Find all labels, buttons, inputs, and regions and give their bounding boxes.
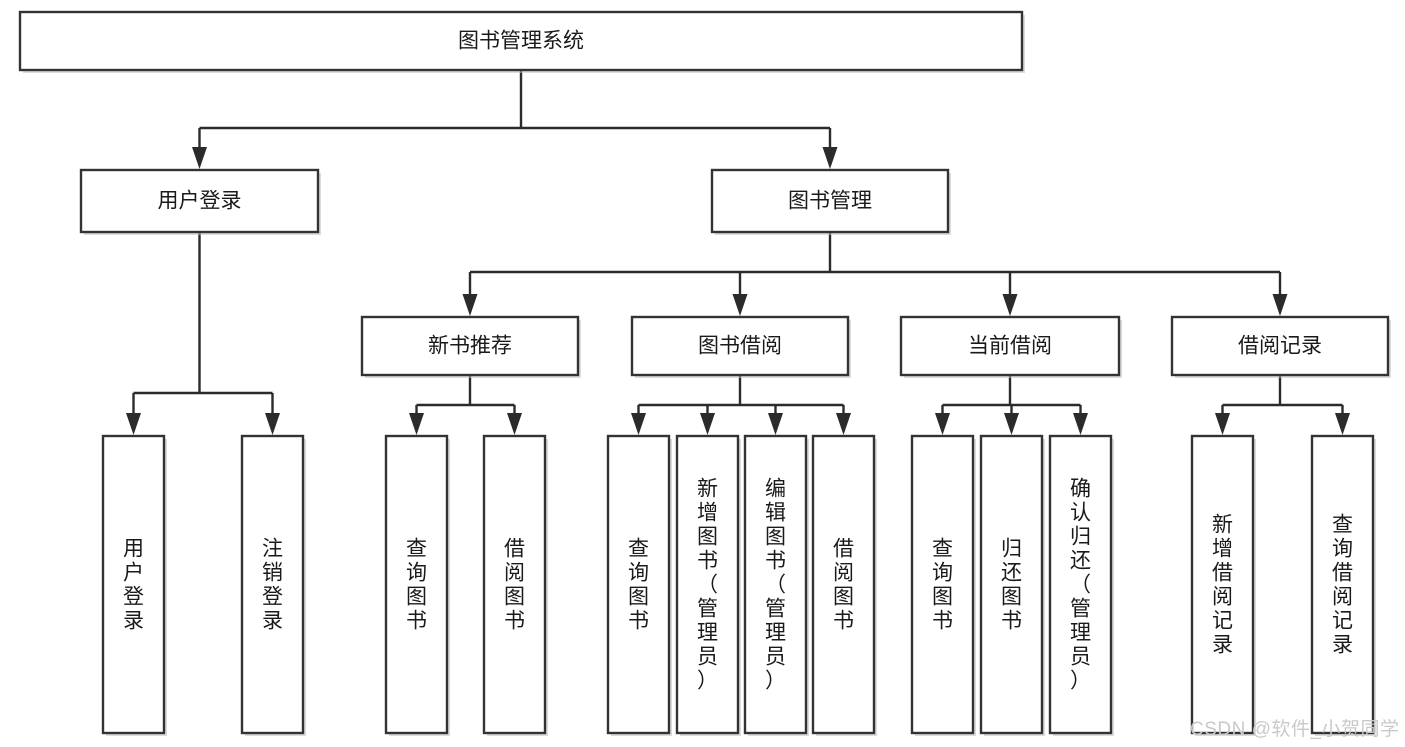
node-label: 图书管理	[788, 190, 872, 213]
node-layer: 图书管理系统用户登录图书管理新书推荐图书借阅当前借阅借阅记录用户登录注销登录查询…	[18, 10, 1391, 736]
node-label: 当前借阅	[968, 335, 1052, 358]
node-rect[interactable]	[710, 168, 950, 234]
node-rect[interactable]	[979, 434, 1044, 735]
connector-group-root	[192, 70, 838, 169]
arrow-head-l3_new	[462, 294, 478, 316]
arrow-head-leaf_new_borrow	[507, 413, 522, 435]
node-rect[interactable]	[79, 168, 320, 234]
connector-group-l3_current	[935, 375, 1088, 435]
arrow-head-l3_record	[1272, 294, 1288, 316]
arrow-head-leaf_rec_query	[1335, 413, 1350, 435]
node-label: 借阅图书	[504, 538, 525, 633]
arrow-head-leaf_cur_query	[935, 413, 950, 435]
node-leaf_cur_return[interactable]: 归还图书	[979, 434, 1045, 736]
arrow-head-leaf_cur_return	[1004, 413, 1019, 435]
node-rect[interactable]	[630, 315, 850, 377]
connector-layer	[126, 70, 1350, 435]
node-label: 新增借阅记录	[1212, 514, 1233, 657]
connector-group-l2_user	[126, 232, 280, 435]
node-leaf_cur_query[interactable]: 查询图书	[910, 434, 976, 736]
node-rect[interactable]	[18, 10, 1024, 72]
node-l2_book[interactable]: 图书管理	[710, 168, 951, 235]
node-label: 归还图书	[1001, 538, 1022, 633]
arrow-head-leaf_borrow_query	[631, 413, 646, 435]
node-label: 查询图书	[406, 538, 427, 633]
node-l2_user[interactable]: 用户登录	[79, 168, 321, 235]
arrow-head-l3_current	[1002, 294, 1018, 316]
node-label: 用户登录	[123, 538, 144, 633]
arrow-head-leaf_borrow_add	[700, 413, 715, 435]
arrow-head-l2_user	[192, 147, 207, 169]
node-label: 新书推荐	[428, 335, 512, 358]
node-leaf_borrow_query[interactable]: 查询图书	[606, 434, 672, 736]
arrow-head-leaf_new_query	[409, 413, 424, 435]
node-l3_current[interactable]: 当前借阅	[899, 315, 1122, 378]
node-label: 查询图书	[628, 538, 649, 633]
node-rect[interactable]	[384, 434, 449, 735]
node-label: 借阅图书	[833, 538, 854, 633]
node-leaf_user_logout[interactable]: 注销登录	[240, 434, 306, 736]
node-leaf_rec_query[interactable]: 查询借阅记录	[1310, 434, 1376, 736]
node-root[interactable]: 图书管理系统	[18, 10, 1025, 73]
node-rect[interactable]	[101, 434, 166, 735]
node-label: 图书管理系统	[458, 30, 584, 53]
node-leaf_new_borrow[interactable]: 借阅图书	[482, 434, 548, 736]
node-rect[interactable]	[811, 434, 876, 735]
node-label: 确认归还（管理员）	[1070, 478, 1091, 693]
node-label: 注销登录	[262, 538, 283, 633]
node-leaf_borrow_do[interactable]: 借阅图书	[811, 434, 877, 736]
arrow-head-leaf_rec_add	[1215, 413, 1230, 435]
node-label: 查询图书	[932, 538, 953, 633]
arrow-head-l2_book	[822, 147, 838, 169]
arrow-head-leaf_user_logout	[265, 413, 280, 435]
node-rect[interactable]	[482, 434, 547, 735]
node-label: 编辑图书（管理员）	[765, 478, 786, 693]
node-leaf_user_login[interactable]: 用户登录	[101, 434, 167, 736]
node-rect[interactable]	[606, 434, 671, 735]
node-l3_borrow[interactable]: 图书借阅	[630, 315, 851, 378]
node-label: 借阅记录	[1238, 335, 1322, 358]
arrow-head-leaf_borrow_edit	[768, 413, 783, 435]
node-label: 查询借阅记录	[1332, 514, 1353, 657]
node-rect[interactable]	[1170, 315, 1390, 377]
node-rect[interactable]	[910, 434, 975, 735]
connector-group-l3_record	[1215, 375, 1350, 435]
node-leaf_rec_add[interactable]: 新增借阅记录	[1190, 434, 1256, 736]
node-label: 图书借阅	[698, 335, 782, 358]
node-label: 新增图书（管理员）	[697, 478, 718, 693]
connector-group-l3_borrow	[631, 375, 851, 435]
arrow-head-leaf_user_login	[126, 413, 141, 435]
arrow-head-leaf_cur_confirm	[1073, 413, 1088, 435]
node-label: 用户登录	[158, 190, 242, 213]
node-rect[interactable]	[240, 434, 305, 735]
node-l3_new[interactable]: 新书推荐	[360, 315, 581, 378]
node-leaf_cur_confirm[interactable]: 确认归还（管理员）	[1048, 434, 1114, 736]
node-rect[interactable]	[899, 315, 1121, 377]
node-rect[interactable]	[1310, 434, 1375, 735]
csdn-watermark: CSDN @软件_小贺同学	[1190, 719, 1400, 740]
node-rect[interactable]	[1190, 434, 1255, 735]
node-rect[interactable]	[675, 434, 740, 735]
arrow-head-leaf_borrow_do	[836, 413, 851, 435]
node-leaf_borrow_edit[interactable]: 编辑图书（管理员）	[743, 434, 809, 736]
node-leaf_new_query[interactable]: 查询图书	[384, 434, 450, 736]
connector-group-l3_new	[409, 375, 522, 435]
node-rect[interactable]	[360, 315, 580, 377]
node-rect[interactable]	[743, 434, 808, 735]
node-l3_record[interactable]: 借阅记录	[1170, 315, 1391, 378]
node-rect[interactable]	[1048, 434, 1113, 735]
node-leaf_borrow_add[interactable]: 新增图书（管理员）	[675, 434, 741, 736]
connector-group-l2_book	[462, 232, 1288, 316]
arrow-head-l3_borrow	[732, 294, 748, 316]
